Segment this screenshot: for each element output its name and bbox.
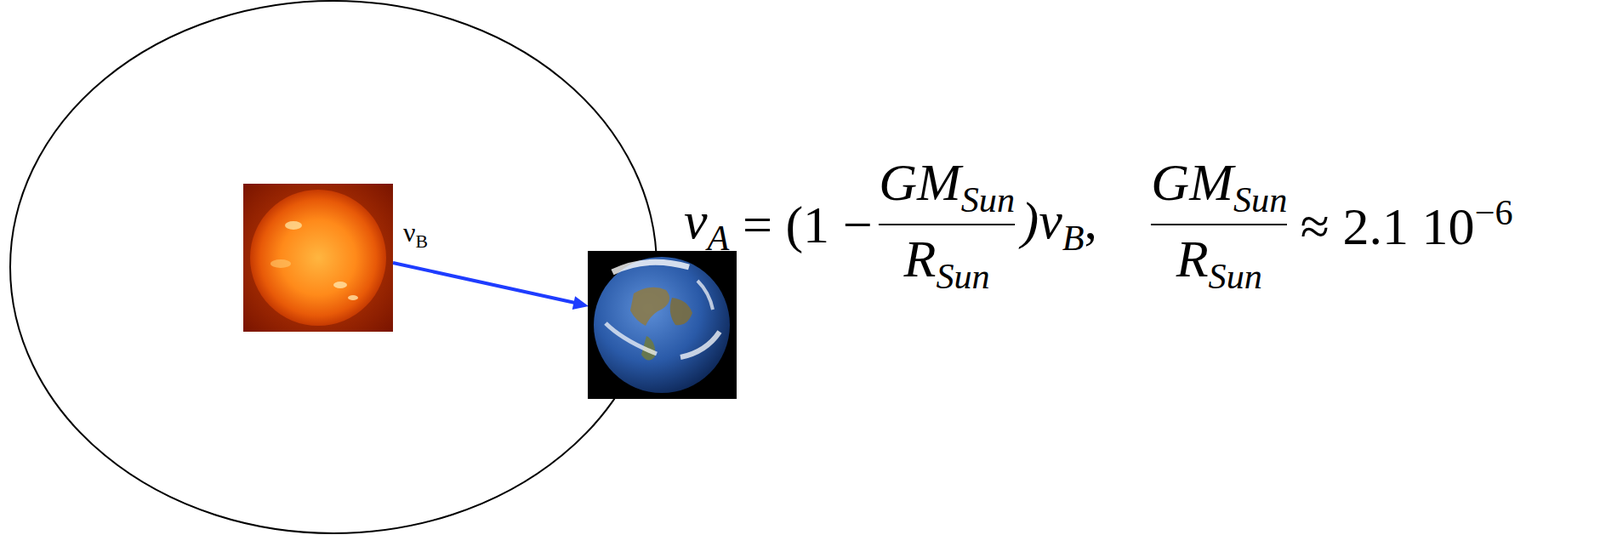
orbit-ellipse [10,0,657,534]
fraction: GMSunRSun [1150,150,1287,298]
formula: νA= (1 −GMSunRSun)νB,GMSunRSun≈ 2.1 10−6 [683,150,1514,298]
formula-text: B [1062,217,1085,258]
fraction-bar [878,223,1015,226]
formula-text: )ν [1020,191,1062,250]
sun-picture [243,183,393,332]
arrow-head [572,296,589,310]
fraction-bar [1150,223,1287,226]
formula-group: νA [683,188,729,260]
fraction: GMSunRSun [878,150,1015,298]
earth-picture [587,250,737,399]
formula-text: −6 [1474,192,1514,233]
formula-text: ν [683,191,708,250]
formula-group: )νB, [1020,188,1098,260]
light-ray-arrow [392,262,576,303]
formula-text: GM [1150,153,1234,211]
formula-text: = (1 − [742,193,873,257]
formula-text: Sun [1208,256,1263,297]
frequency-subscript: B [415,231,428,252]
formula-group: ≈ 2.1 10−6 [1300,191,1514,259]
formula-text: Sun [935,256,990,297]
frequency-label: νB [403,216,428,253]
formula-text: ≈ 2.1 10 [1300,197,1475,256]
frequency-label: ν [403,216,416,248]
formula-text: R [1176,229,1209,288]
formula-text: , [1084,191,1099,250]
formula-text: Sun [1233,179,1287,220]
denominator: RSun [1176,227,1263,298]
denominator: RSun [903,227,990,298]
formula-text: GM [878,153,962,211]
formula-text: A [707,217,730,258]
formula-text: R [903,229,936,288]
formula-text: Sun [961,179,1015,220]
numerator: GMSun [878,150,1015,222]
numerator: GMSun [1150,150,1287,222]
